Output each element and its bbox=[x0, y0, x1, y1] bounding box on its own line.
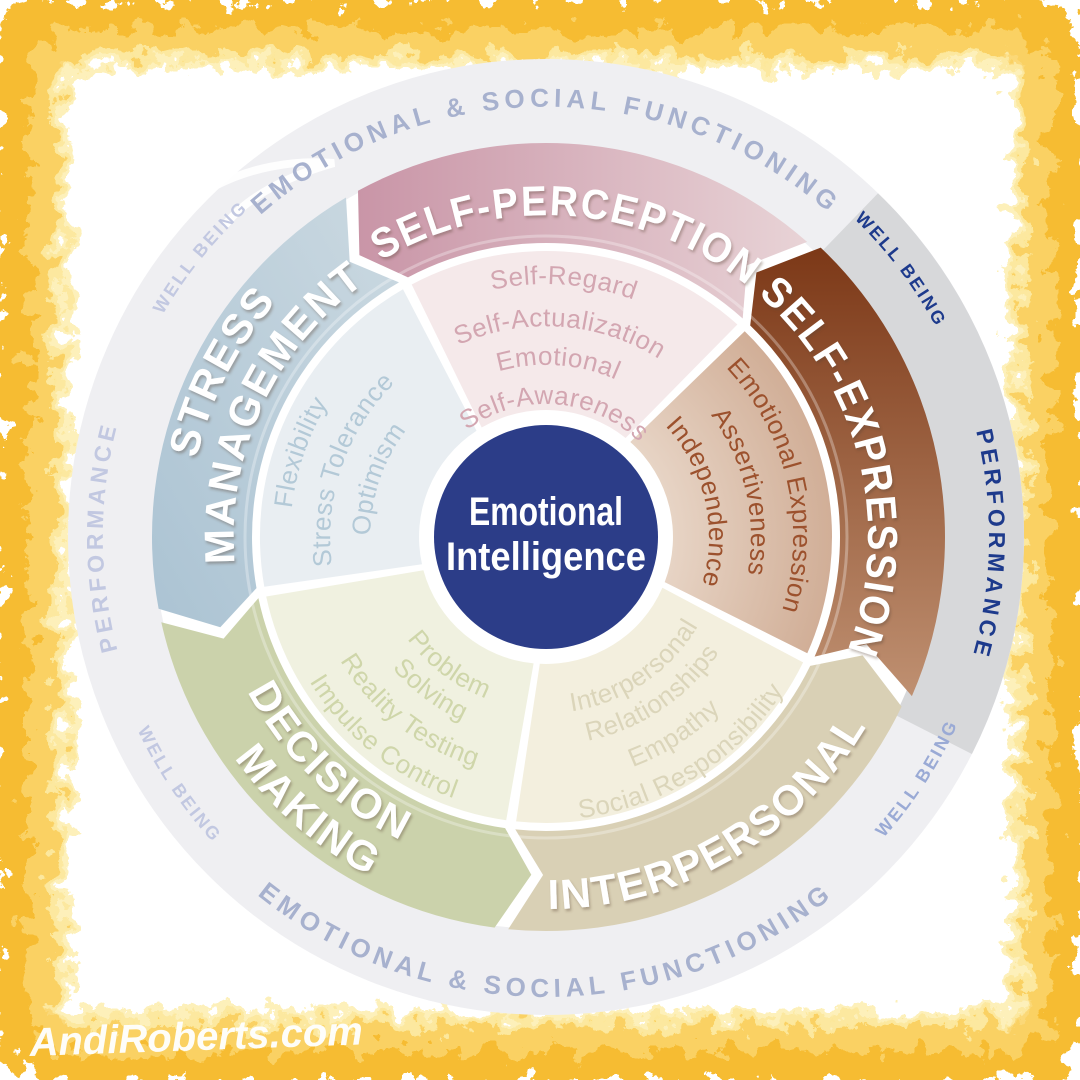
center-title-line2: Intelligence bbox=[446, 535, 646, 579]
wedge-segments bbox=[151, 142, 946, 932]
wedge-inner-self-expression bbox=[630, 331, 833, 654]
wedge-band-decision-making bbox=[161, 598, 532, 928]
outer-ring-highlight-segment bbox=[818, 193, 1024, 754]
frame-mid-stroke bbox=[29, 29, 1051, 1051]
center-title-line1: Emotional bbox=[469, 490, 623, 534]
wedge-inner-decision-making bbox=[266, 570, 534, 821]
band-inner-sheen-arc bbox=[243, 234, 849, 840]
wedge-inner-self-perception bbox=[411, 251, 738, 438]
wedge-inner-interpersonal bbox=[516, 587, 804, 823]
wedge-band-self-expression bbox=[750, 247, 946, 697]
center-circle bbox=[434, 425, 658, 649]
wedge-band-interpersonal bbox=[508, 655, 902, 932]
wedge-band-self-perception bbox=[358, 142, 808, 319]
wedge-band-stress-management bbox=[151, 197, 399, 628]
wedge-inner-stress-management bbox=[259, 289, 477, 587]
corner-swirl-doodle bbox=[136, 158, 336, 266]
